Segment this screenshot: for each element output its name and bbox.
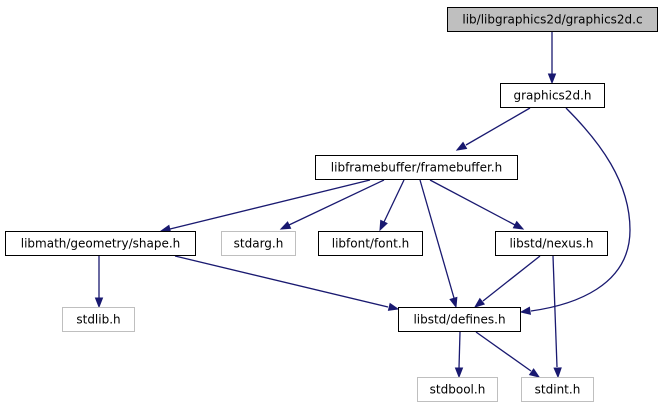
node-box xyxy=(447,7,658,32)
edge-arrowhead xyxy=(454,367,464,379)
node-label: libmath/geometry/shape.h xyxy=(21,237,181,251)
edge-line xyxy=(383,179,405,223)
edge-n2-to-n5 xyxy=(379,179,405,232)
node-stdarg-h[interactable]: stdarg.h xyxy=(221,231,296,256)
edge-arrowhead xyxy=(455,141,468,151)
node-box xyxy=(315,155,518,180)
edge-n3-to-n7 xyxy=(94,256,104,309)
edge-line xyxy=(530,107,631,312)
node-box xyxy=(221,231,296,256)
node-box xyxy=(5,231,196,256)
edge-n8-to-n10 xyxy=(475,331,541,378)
edge-n1-to-n2 xyxy=(455,107,531,151)
edge-arrowhead xyxy=(279,221,292,230)
edge-line xyxy=(552,255,558,368)
node-nexus-h[interactable]: libstd/nexus.h xyxy=(495,231,608,256)
node-graphics2d-h[interactable]: graphics2d.h xyxy=(500,83,605,108)
edge-n2-to-n3 xyxy=(159,179,371,233)
node-box xyxy=(521,377,594,402)
node-label: stdbool.h xyxy=(430,383,486,397)
node-box xyxy=(495,231,608,256)
node-label: lib/libgraphics2d/graphics2d.c xyxy=(462,13,642,27)
edge-n2-to-n8 xyxy=(419,179,458,309)
edge-n2-to-n6 xyxy=(429,179,525,230)
node-label: graphics2d.h xyxy=(514,89,592,103)
edge-line xyxy=(169,179,371,230)
node-box xyxy=(398,307,521,332)
edge-n8-to-n9 xyxy=(454,331,464,379)
node-label: stdlib.h xyxy=(76,313,120,327)
edge-arrowhead xyxy=(94,297,104,309)
node-stdint-h[interactable]: stdint.h xyxy=(521,377,594,402)
edge-arrowhead xyxy=(519,306,531,315)
edge-line xyxy=(419,179,455,299)
node-shape-h[interactable]: libmath/geometry/shape.h xyxy=(5,231,196,256)
node-label: libstd/nexus.h xyxy=(509,237,593,251)
edge-n2-to-n4 xyxy=(279,179,385,230)
edge-arrowhead xyxy=(379,219,388,232)
node-stdbool-h[interactable]: stdbool.h xyxy=(417,377,498,402)
node-framebuffer-h[interactable]: libframebuffer/framebuffer.h xyxy=(315,155,518,180)
node-box xyxy=(417,377,498,402)
nodes-layer: lib/libgraphics2d/graphics2d.c graphics2… xyxy=(5,7,658,402)
edge-arrowhead xyxy=(449,296,458,309)
node-label: libframebuffer/framebuffer.h xyxy=(331,161,502,175)
edge-arrowhead xyxy=(473,297,486,308)
node-label: stdint.h xyxy=(535,383,581,397)
edge-line xyxy=(458,331,461,369)
node-stdlib-h[interactable]: stdlib.h xyxy=(62,307,135,332)
node-box xyxy=(318,231,423,256)
node-font-h[interactable]: libfont/font.h xyxy=(318,231,423,256)
edge-n6-to-n10 xyxy=(552,255,562,379)
node-label: stdarg.h xyxy=(234,237,284,251)
edge-n1-to-n8 xyxy=(519,107,631,315)
edge-n6-to-n8 xyxy=(473,255,541,308)
edge-arrowhead xyxy=(553,367,562,379)
node-box xyxy=(500,83,605,108)
edge-line xyxy=(288,179,385,226)
edge-line xyxy=(465,107,531,146)
edge-n3-to-n8 xyxy=(174,255,400,311)
edge-line xyxy=(429,179,516,226)
edge-arrowhead xyxy=(547,73,557,85)
edge-arrowhead xyxy=(512,220,525,230)
node-label: libstd/defines.h xyxy=(413,313,505,327)
edge-arrowhead xyxy=(387,302,400,311)
node-graphics2d-c[interactable]: lib/libgraphics2d/graphics2d.c xyxy=(447,7,658,32)
edge-n0-to-n1 xyxy=(547,32,557,85)
edge-arrowhead xyxy=(528,368,541,378)
edge-line xyxy=(174,255,389,308)
edge-line xyxy=(482,255,541,302)
edge-line xyxy=(475,331,532,372)
node-box xyxy=(62,307,135,332)
node-label: libfont/font.h xyxy=(332,237,410,251)
node-defines-h[interactable]: libstd/defines.h xyxy=(398,307,521,332)
